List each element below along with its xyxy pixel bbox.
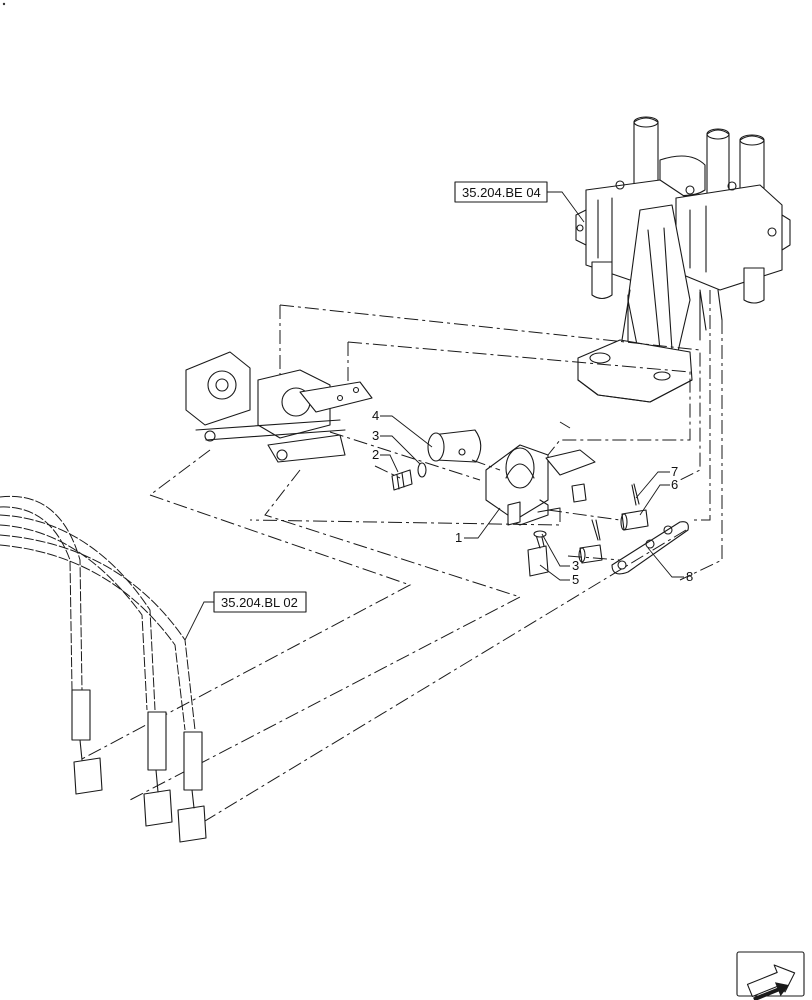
callout-3-upper: 3 [372, 428, 379, 443]
bolt-part-2 [391, 469, 413, 491]
callout-6: 6 [671, 477, 678, 492]
link-plate-part-8 [611, 521, 689, 575]
washer-part-3 [417, 462, 427, 478]
reference-valve-label: 35.204.BE 04 [462, 185, 541, 200]
hydraulic-hoses [0, 495, 207, 843]
reference-hoses-label: 35.204.BL 02 [221, 595, 298, 610]
callout-7: 7 [671, 464, 678, 479]
arrow-right-icon[interactable] [736, 951, 805, 1000]
callouts: 4 3 2 1 3 5 7 6 8 [372, 408, 693, 587]
sleeve-part-4 [427, 429, 482, 463]
lever-bracket-part-1 [485, 444, 596, 526]
reference-hoses[interactable]: 35.204.BL 02 [184, 591, 307, 641]
callout-2: 2 [372, 447, 379, 462]
corner-mark [2, 2, 6, 6]
cotter-pin-part-7 [631, 483, 640, 506]
callout-1: 1 [455, 530, 462, 545]
callout-3-lower: 3 [572, 558, 579, 573]
bolt-part-5 [527, 530, 549, 577]
pin-part-6 [620, 509, 649, 531]
control-valve-assembly [575, 116, 791, 403]
linkage-subassembly [185, 351, 373, 463]
callout-5: 5 [572, 572, 579, 587]
callout-4: 4 [372, 408, 379, 423]
reference-valve[interactable]: 35.204.BE 04 [454, 181, 585, 223]
callout-8: 8 [686, 569, 693, 584]
